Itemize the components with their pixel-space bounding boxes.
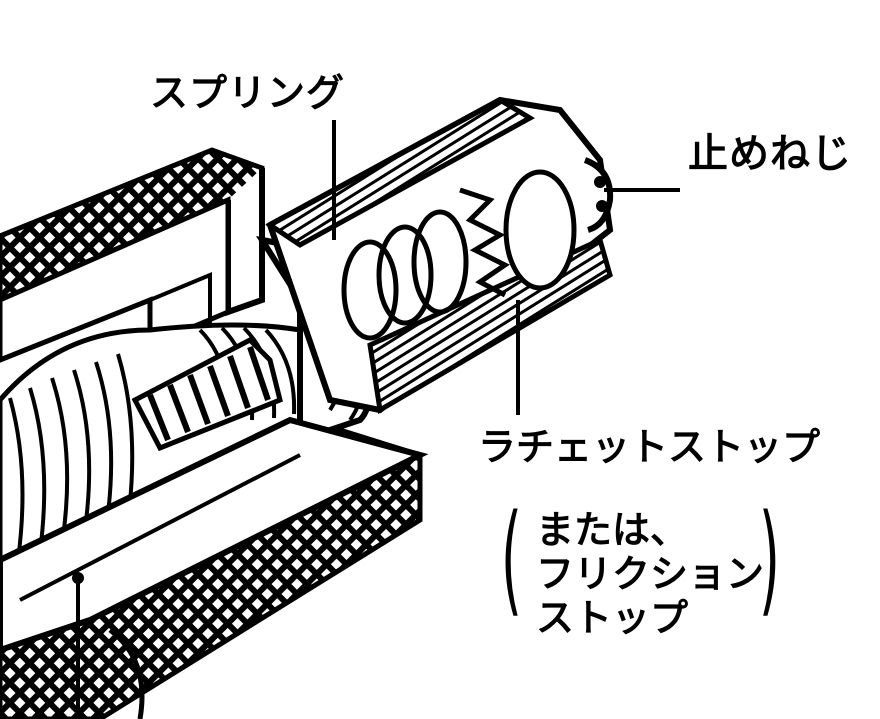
note-line-3: ストップ — [536, 596, 689, 640]
note-line-1: または、 — [536, 508, 689, 552]
friction-stop-note: または、 フリクション ストップ — [536, 508, 764, 640]
ratchet-stop-label: ラチェットストップ — [478, 425, 821, 469]
lower-knurled-sleeve — [0, 416, 429, 719]
set-screw-label: 止めねじ — [688, 131, 852, 177]
note-line-2: フリクション — [536, 552, 765, 596]
close-parenthesis: ) — [758, 490, 780, 629]
ratchet-housing — [265, 96, 614, 415]
leader-lines — [76, 120, 680, 719]
upper-knurled-sleeve — [0, 147, 265, 363]
spring-label: スプリング — [150, 71, 346, 115]
open-parenthesis: ( — [500, 490, 522, 629]
